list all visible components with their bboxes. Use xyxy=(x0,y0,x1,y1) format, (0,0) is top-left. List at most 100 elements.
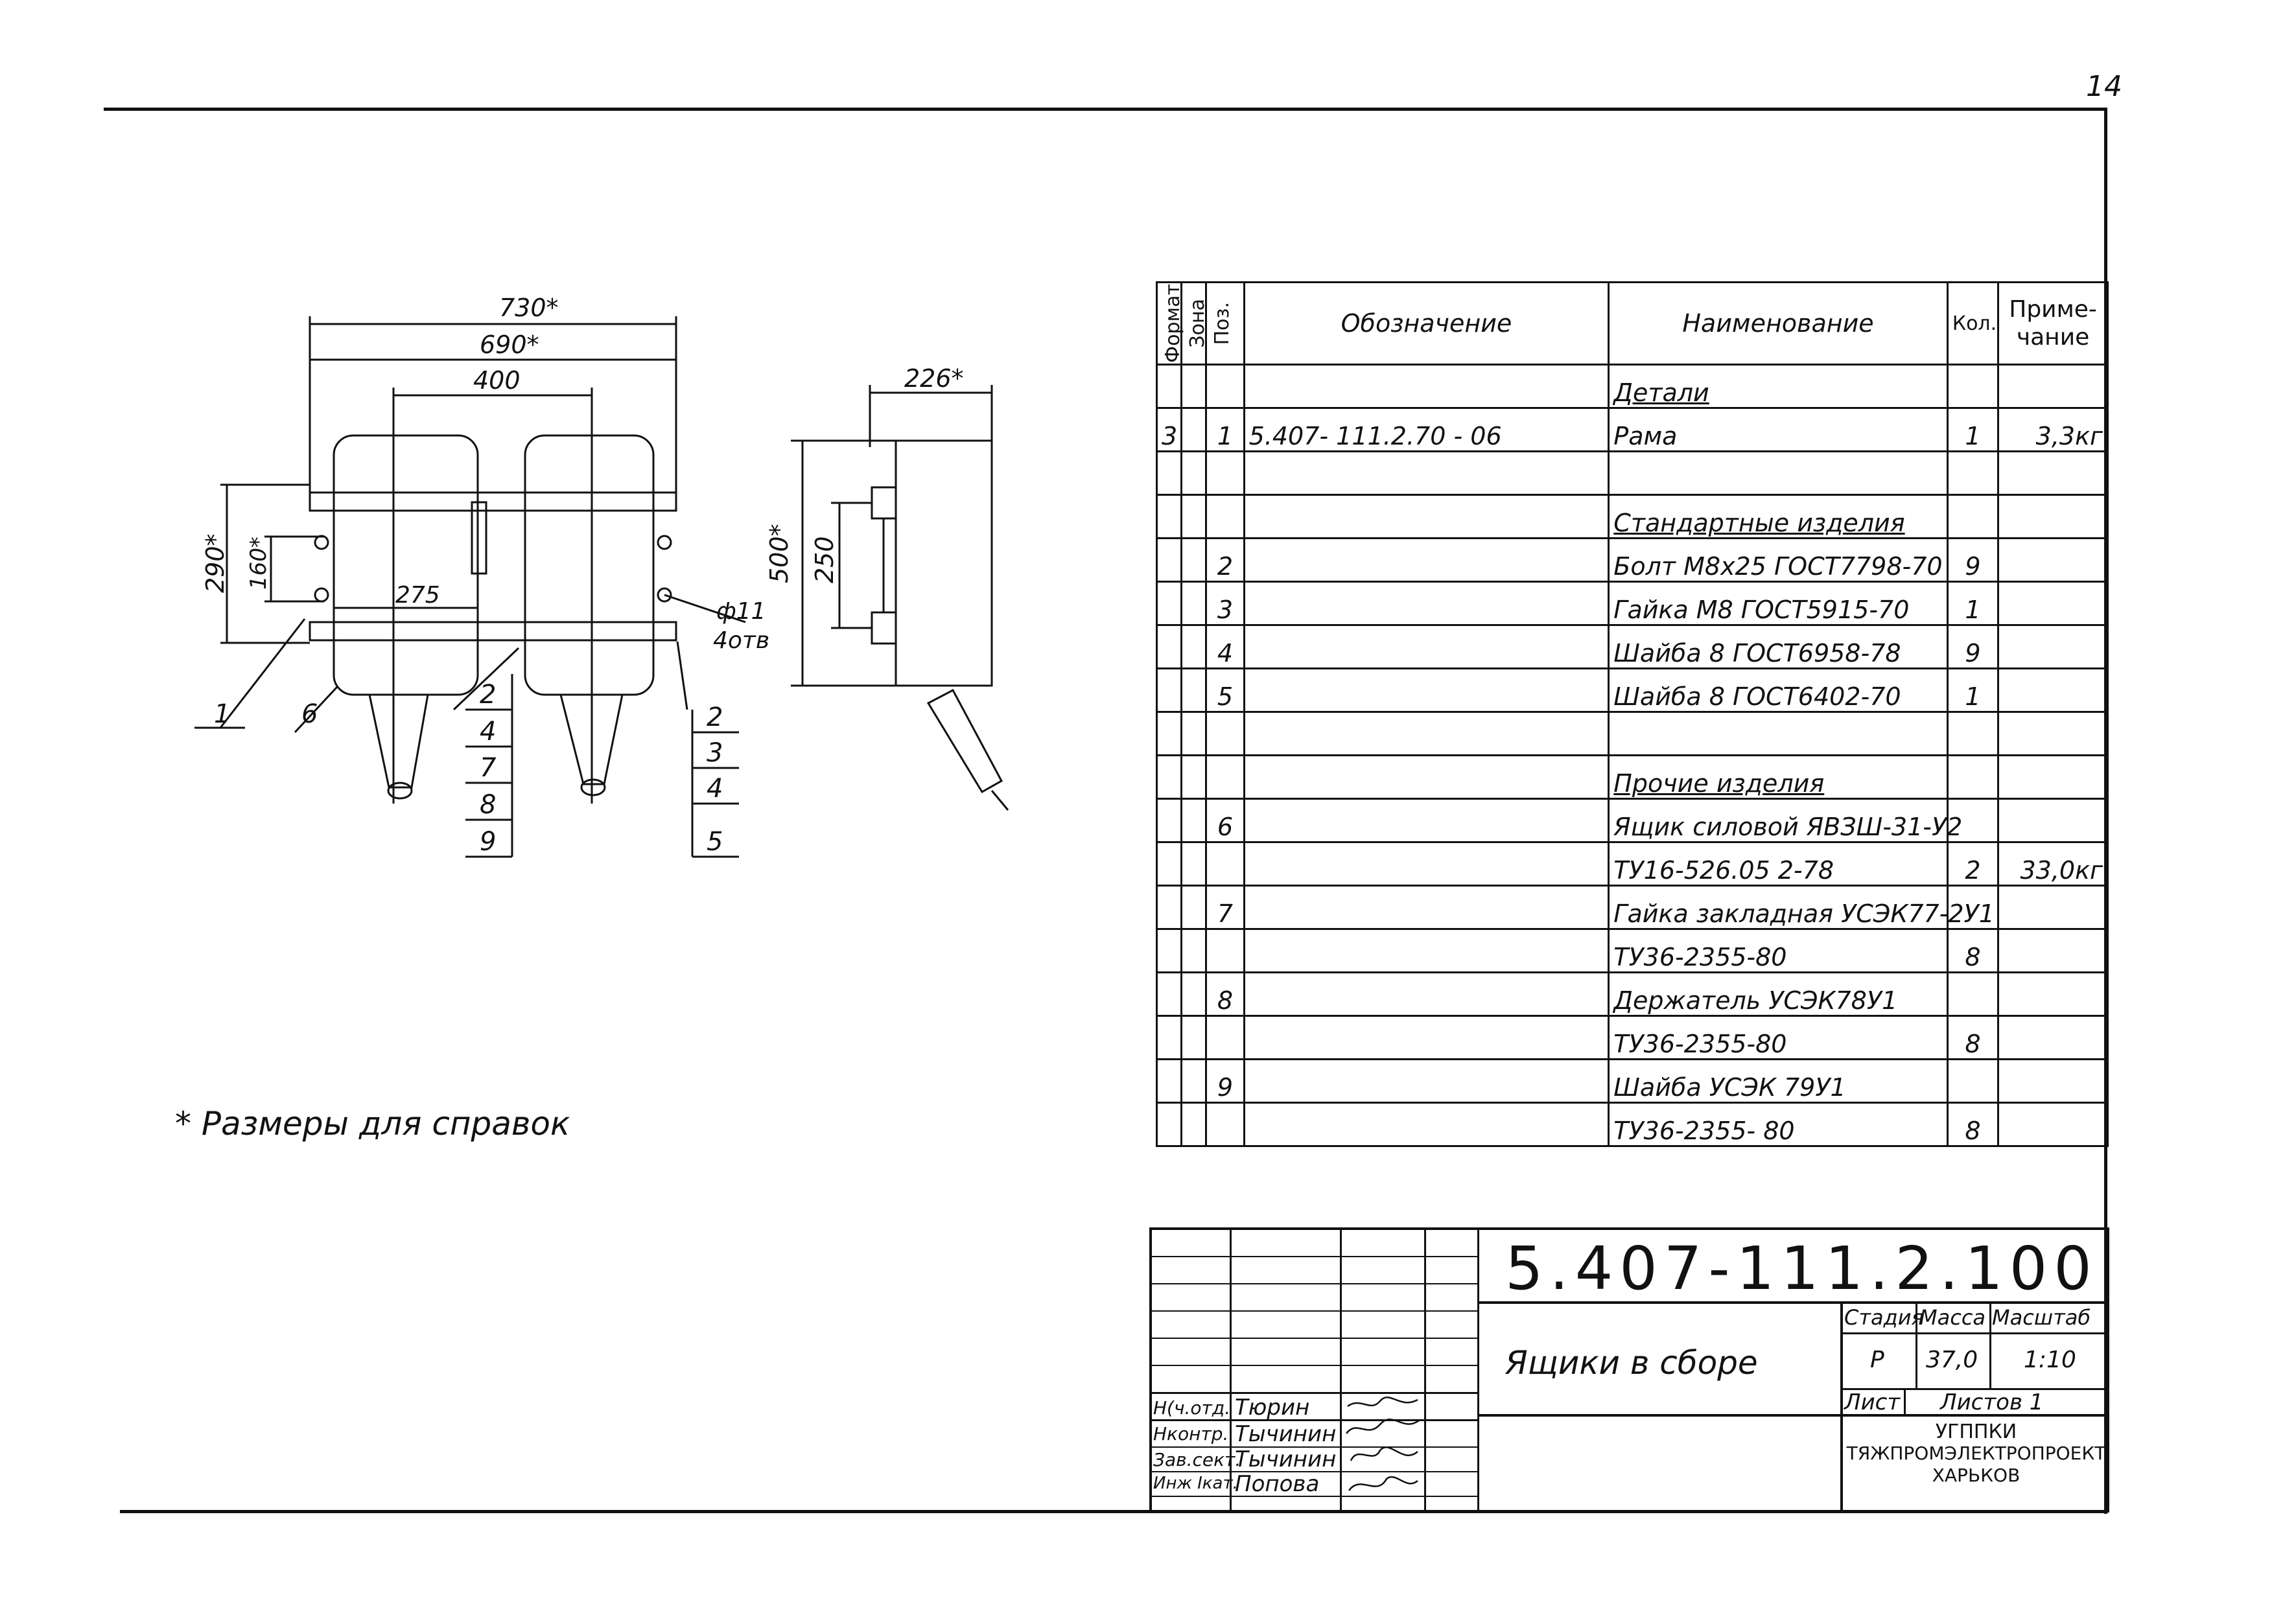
dim-290-label: 290* xyxy=(201,533,229,593)
spec-cell-note xyxy=(1997,971,2109,1016)
spec-cell-designation xyxy=(1243,971,1610,1016)
spec-cell-pos: 4 xyxy=(1205,624,1245,669)
spec-cell-name: Болт М8х25 ГОСТ7798-70 xyxy=(1608,537,1949,582)
callout-left-1: 4 xyxy=(480,717,496,747)
spec-row: 6 Ящик силовой ЯВЗШ-31-У2 xyxy=(1155,798,2109,842)
callout-6: 6 xyxy=(301,699,318,729)
assembly-drawing: 730* 690* 400 275 290* 160* ф11 4отв 1 6… xyxy=(194,294,1009,858)
spec-cell-designation xyxy=(1243,494,1610,539)
spec-cell-format xyxy=(1155,450,1183,495)
callout-left-2: 7 xyxy=(480,753,497,783)
signer-name-3: Попова xyxy=(1235,1471,1320,1497)
spec-cell-designation xyxy=(1243,1102,1610,1147)
header-zone: Зона xyxy=(1180,281,1209,365)
sheets-label: Листов 1 xyxy=(1940,1389,2044,1415)
spec-cell-qty: 9 xyxy=(1946,537,2000,582)
top-border-line xyxy=(104,108,2107,111)
spec-cell-note xyxy=(1997,364,2109,408)
callout-right-1: 3 xyxy=(707,738,723,768)
spec-cell-qty: 8 xyxy=(1946,1102,2000,1147)
signer-role-1: Нконтр. xyxy=(1153,1423,1229,1444)
spec-cell-name: ТУ36-2355-80 xyxy=(1608,1015,1949,1060)
dim-500-label: 500* xyxy=(765,524,793,583)
spec-cell-note: 33,0кг xyxy=(1997,841,2109,886)
org-line-3: ХАРЬКОВ xyxy=(1932,1465,2021,1486)
spec-cell-zone xyxy=(1180,494,1208,539)
callout-right-0: 2 xyxy=(707,702,723,732)
dim-730-label: 730* xyxy=(499,294,559,322)
spec-cell-pos: 8 xyxy=(1205,971,1245,1016)
spec-cell-format xyxy=(1155,754,1183,799)
spec-cell-designation xyxy=(1243,754,1610,799)
spec-cell-note xyxy=(1997,928,2109,973)
spec-cell-zone xyxy=(1180,754,1208,799)
dim-275-label: 275 xyxy=(395,582,440,609)
spec-cell-pos: 6 xyxy=(1205,798,1245,842)
stage-label: Стадия xyxy=(1844,1305,1924,1330)
spec-cell-zone xyxy=(1180,624,1208,669)
dim-226-label: 226* xyxy=(904,364,964,393)
spec-cell-name: ТУ36-2355-80 xyxy=(1608,928,1949,973)
spec-cell-pos xyxy=(1205,494,1245,539)
spec-cell-designation: 5.407- 111.2.70 - 06 xyxy=(1243,407,1610,452)
spec-row xyxy=(1155,450,2109,495)
spec-cell-zone xyxy=(1180,1102,1208,1147)
spec-cell-zone xyxy=(1180,1015,1208,1060)
spec-cell-name: ТУ16-526.05 2-78 xyxy=(1608,841,1949,886)
reference-dimensions-note: * Размеры для справок xyxy=(175,1105,570,1143)
spec-cell-qty xyxy=(1946,711,2000,756)
spec-cell-designation xyxy=(1243,581,1610,625)
spec-cell-pos xyxy=(1205,1015,1245,1060)
callout-left-0: 2 xyxy=(480,680,496,710)
spec-row: Стандартные изделия xyxy=(1155,494,2109,539)
spec-cell-pos xyxy=(1205,754,1245,799)
spec-cell-note xyxy=(1997,667,2109,712)
mass-label: Масса xyxy=(1919,1305,1986,1330)
spec-cell-format xyxy=(1155,581,1183,625)
spec-cell-pos xyxy=(1205,364,1245,408)
spec-cell-zone xyxy=(1180,711,1208,756)
signer-name-0: Тюрин xyxy=(1235,1395,1310,1421)
spec-cell-designation xyxy=(1243,624,1610,669)
spec-cell-name xyxy=(1608,450,1949,495)
spec-cell-note xyxy=(1997,1058,2109,1103)
spec-cell-name: Ящик силовой ЯВЗШ-31-У2 xyxy=(1608,798,1962,842)
dim-400-label: 400 xyxy=(473,366,521,395)
spec-cell-format: 3 xyxy=(1155,407,1183,452)
spec-cell-name: Рама xyxy=(1608,407,1949,452)
bottom-border-line xyxy=(120,1510,2107,1513)
spec-cell-qty xyxy=(1946,885,2000,929)
spec-cell-designation xyxy=(1243,1015,1610,1060)
spec-cell-pos xyxy=(1205,928,1245,973)
spec-cell-designation xyxy=(1243,667,1610,712)
header-qty: Кол. xyxy=(1946,281,2000,365)
spec-cell-name: Шайба 8 ГОСТ6958-78 xyxy=(1608,624,1949,669)
spec-cell-name: Шайба УСЭК 79У1 xyxy=(1608,1058,1949,1103)
spec-cell-format xyxy=(1155,798,1183,842)
spec-cell-qty xyxy=(1946,450,2000,495)
spec-cell-name: Стандартные изделия xyxy=(1608,494,1949,539)
callout-1: 1 xyxy=(214,699,230,729)
spec-cell-qty xyxy=(1946,971,2000,1016)
spec-cell-note xyxy=(1997,754,2109,799)
spec-cell-note xyxy=(1997,624,2109,669)
spec-cell-name: Прочие изделия xyxy=(1608,754,1949,799)
spec-cell-format xyxy=(1155,1015,1183,1060)
spec-cell-note xyxy=(1997,581,2109,625)
spec-header-row: Формат Зона Поз. Обозначение Наименовани… xyxy=(1155,281,2109,365)
spec-cell-qty: 1 xyxy=(1946,581,2000,625)
spec-cell-qty: 1 xyxy=(1946,407,2000,452)
spec-cell-zone xyxy=(1180,364,1208,408)
spec-cell-note xyxy=(1997,1102,2109,1147)
mass-value: 37,0 xyxy=(1926,1347,1978,1373)
document-number: 5.407-111.2.100 xyxy=(1505,1234,2098,1303)
spec-cell-name: Гайка М8 ГОСТ5915-70 xyxy=(1608,581,1949,625)
spec-cell-zone xyxy=(1180,581,1208,625)
